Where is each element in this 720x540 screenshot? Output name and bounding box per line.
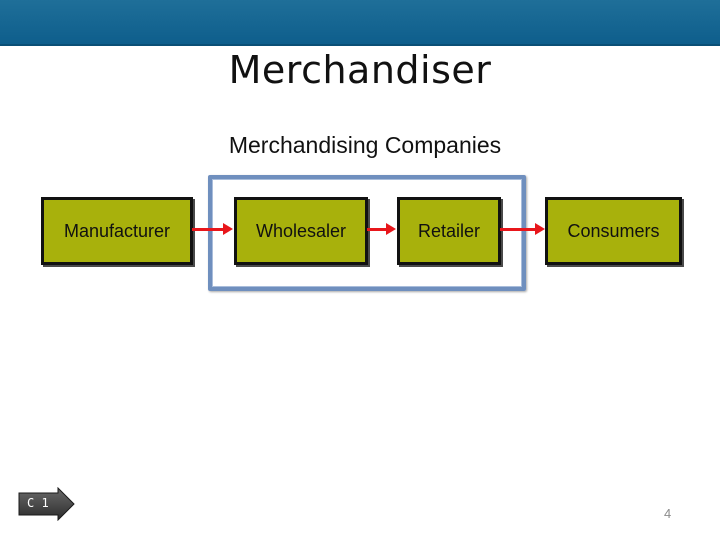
top-banner bbox=[0, 0, 720, 46]
retailer-box: Retailer bbox=[397, 197, 501, 265]
learning-objective-nav-button[interactable]: C 1 bbox=[18, 487, 76, 521]
arrow-retailer-to-consumers bbox=[500, 223, 545, 235]
diagram-heading: Merchandising Companies bbox=[228, 132, 502, 158]
merchandising-companies-frame bbox=[208, 175, 526, 291]
manufacturer-box: Manufacturer bbox=[41, 197, 193, 265]
consumers-box: Consumers bbox=[545, 197, 682, 265]
nav-tag-label: C 1 bbox=[27, 496, 49, 510]
arrow-wholesaler-to-retailer bbox=[367, 223, 396, 235]
retailer-label: Retailer bbox=[417, 220, 481, 241]
arrow-manufacturer-to-wholesaler bbox=[192, 223, 233, 235]
manufacturer-label: Manufacturer bbox=[63, 220, 171, 241]
page-number: 4 bbox=[664, 506, 672, 521]
right-arrow-tag-icon bbox=[18, 487, 75, 521]
wholesaler-box: Wholesaler bbox=[234, 197, 368, 265]
consumers-label: Consumers bbox=[567, 220, 660, 241]
wholesaler-label: Wholesaler bbox=[255, 220, 347, 241]
slide-title: Merchandiser bbox=[228, 48, 492, 92]
